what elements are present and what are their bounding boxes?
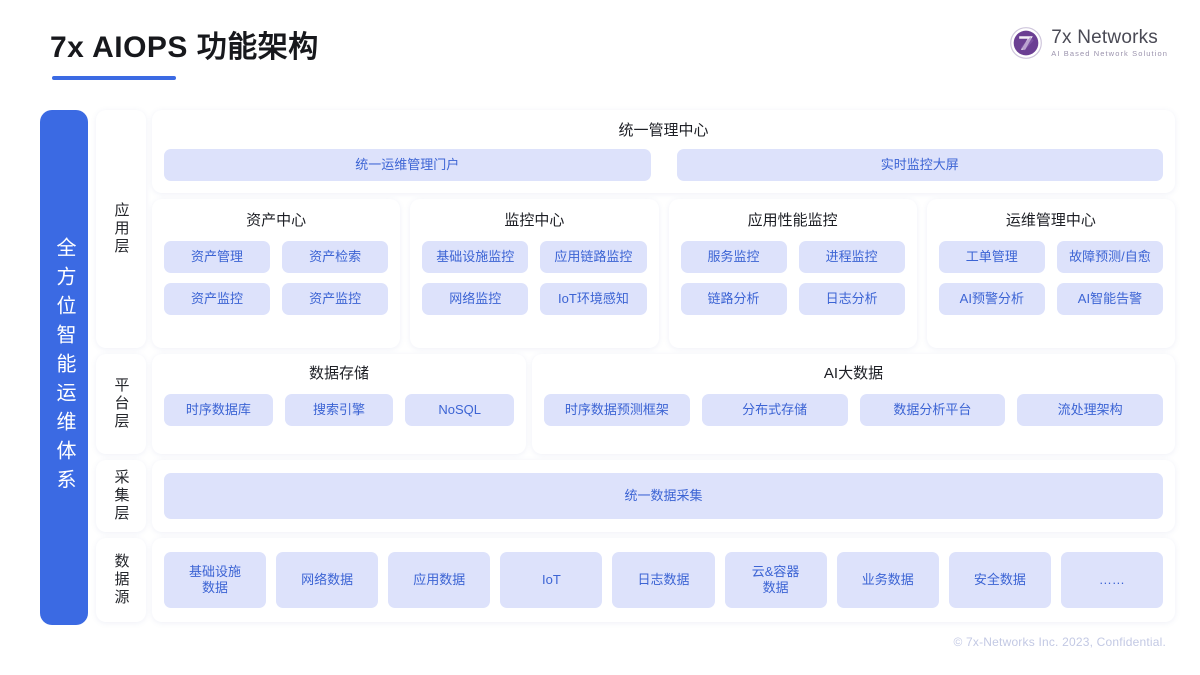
layer-stack: 应用层 统一管理中心 统一运维管理门户 实时监控大屏: [96, 110, 1175, 625]
card-ops-management-center-title: 运维管理中心: [1005, 212, 1096, 229]
architecture-spine: 全方位智能运维体系: [40, 110, 88, 625]
chip-stream-processing-architecture[interactable]: 流处理架构: [1017, 394, 1163, 426]
card-ai-big-data-title: AI大数据: [823, 365, 884, 382]
layer-data-source: 数据源 基础设施数据 网络数据 应用数据 IoT 日志数据 云&容器数据 业务数…: [96, 538, 1175, 622]
card-monitoring-center-title: 监控中心: [504, 212, 565, 229]
chip-ticket-management[interactable]: 工单管理: [938, 241, 1045, 273]
layer-label-application: 应用层: [96, 110, 146, 348]
title-accent-bar: [52, 76, 176, 80]
chip-time-series-forecast-framework[interactable]: 时序数据预测框架: [544, 394, 690, 426]
chip-infrastructure-data[interactable]: 基础设施数据: [164, 552, 267, 608]
card-apm: 应用性能监控 服务监控 进程监控 链路分析 日志分析: [668, 199, 917, 348]
chip-time-series-database[interactable]: 时序数据库: [164, 394, 273, 426]
chip-ai-early-warning-analysis[interactable]: AI预警分析: [938, 283, 1045, 315]
card-ai-big-data: AI大数据 时序数据预测框架 分布式存储 数据分析平台 流处理架构: [532, 354, 1175, 454]
chip-infrastructure-monitoring[interactable]: 基础设施监控: [422, 241, 529, 273]
card-ops-management-center: 运维管理中心 工单管理 故障预测/自愈 AI预警分析 AI智能告警: [926, 199, 1175, 348]
chip-network-monitoring[interactable]: 网络监控: [422, 283, 529, 315]
layer-platform: 平台层 数据存储 时序数据库 搜索引擎 NoSQL AI大数据 时序数据预测框架…: [96, 354, 1175, 454]
chip-iot-data[interactable]: IoT: [500, 552, 603, 608]
chip-link-analysis[interactable]: 链路分析: [680, 283, 787, 315]
chip-unified-ops-portal[interactable]: 统一运维管理门户: [164, 149, 651, 181]
brand-logo: 7x Networks AI Based Network Solution: [1009, 26, 1168, 60]
chip-nosql[interactable]: NoSQL: [405, 394, 515, 426]
layer-label-application-text: 应用层: [112, 202, 130, 256]
logo-tagline: AI Based Network Solution: [1051, 49, 1168, 59]
chip-asset-monitoring-1[interactable]: 资产监控: [164, 283, 271, 315]
chip-asset-search[interactable]: 资产检索: [282, 241, 389, 273]
card-data-sources: 基础设施数据 网络数据 应用数据 IoT 日志数据 云&容器数据 业务数据 安全…: [152, 538, 1175, 622]
logo-company-name: 7x Networks: [1051, 27, 1159, 49]
card-unified-collection: 统一数据采集: [152, 460, 1175, 532]
chip-business-data[interactable]: 业务数据: [836, 552, 939, 608]
footer-copyright: © 7x-Networks Inc. 2023, Confidential.: [953, 635, 1166, 649]
card-apm-title: 应用性能监控: [747, 212, 838, 229]
chip-asset-management[interactable]: 资产管理: [164, 241, 271, 273]
layer-label-data-source-text: 数据源: [112, 553, 130, 607]
chip-distributed-storage[interactable]: 分布式存储: [701, 394, 848, 426]
chip-unified-data-collection[interactable]: 统一数据采集: [164, 473, 1163, 519]
layer-collection: 采集层 统一数据采集: [96, 460, 1175, 532]
chip-application-link-monitoring[interactable]: 应用链路监控: [540, 241, 647, 273]
chip-asset-monitoring-2[interactable]: 资产监控: [282, 283, 389, 315]
layer-label-platform-text: 平台层: [112, 377, 130, 431]
card-monitoring-center: 监控中心 基础设施监控 应用链路监控 网络监控 IoT环境感知: [410, 199, 659, 348]
chip-process-monitoring[interactable]: 进程监控: [798, 241, 905, 273]
architecture-diagram: 全方位智能运维体系 应用层 统一管理中心 统一运维管理门户 实时监控大屏: [40, 110, 1175, 625]
chip-log-analysis[interactable]: 日志分析: [798, 283, 905, 315]
chip-more-ellipsis[interactable]: ……: [1060, 552, 1163, 608]
chip-application-data[interactable]: 应用数据: [388, 552, 491, 608]
chip-log-data[interactable]: 日志数据: [612, 552, 715, 608]
unified-management-center-title: 统一管理中心: [618, 122, 709, 139]
layer-label-data-source: 数据源: [96, 538, 146, 622]
layer-label-collection: 采集层: [96, 460, 146, 532]
layer-label-collection-text: 采集层: [112, 469, 130, 523]
layer-application: 应用层 统一管理中心 统一运维管理门户 实时监控大屏: [96, 110, 1175, 348]
chip-realtime-monitor-wall[interactable]: 实时监控大屏: [676, 149, 1163, 181]
unified-management-center-panel: 统一管理中心 统一运维管理门户 实时监控大屏: [152, 110, 1175, 193]
chip-fault-prediction-self-healing[interactable]: 故障预测/自愈: [1056, 241, 1163, 273]
seven-x-logo-icon: [1010, 27, 1043, 59]
chip-service-monitoring[interactable]: 服务监控: [680, 241, 787, 273]
chip-cloud-container-data[interactable]: 云&容器数据: [724, 552, 827, 608]
page-header: 7x AIOPS 功能架构 7x Networks AI Based Netwo…: [0, 0, 1200, 100]
chip-security-data[interactable]: 安全数据: [948, 552, 1051, 608]
chip-iot-environment-sensing[interactable]: IoT环境感知: [540, 283, 647, 315]
layer-label-platform: 平台层: [96, 354, 146, 454]
card-data-storage-title: 数据存储: [308, 365, 369, 382]
card-asset-center-title: 资产中心: [246, 212, 307, 229]
spine-label: 全方位智能运维体系: [53, 237, 75, 498]
card-data-storage: 数据存储 时序数据库 搜索引擎 NoSQL: [152, 354, 526, 454]
chip-ai-intelligent-alerting[interactable]: AI智能告警: [1056, 283, 1163, 315]
chip-network-data[interactable]: 网络数据: [276, 552, 379, 608]
card-asset-center: 资产中心 资产管理 资产检索 资产监控 资产监控: [152, 199, 401, 348]
chip-data-analytics-platform[interactable]: 数据分析平台: [859, 394, 1006, 426]
chip-search-engine[interactable]: 搜索引擎: [284, 394, 394, 426]
page-title: 7x AIOPS 功能架构: [50, 31, 319, 64]
